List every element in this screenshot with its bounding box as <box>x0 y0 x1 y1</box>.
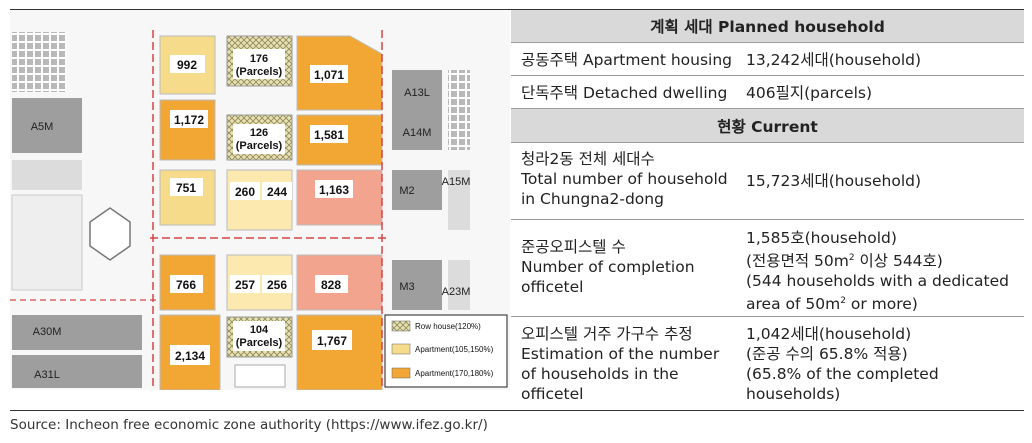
row-value: 1,042세대(household) (준공 수의 65.8% 적용) (65.… <box>746 325 939 403</box>
row-value: 13,242세대(household) <box>746 51 922 69</box>
block-label-992: 992 <box>177 58 197 72</box>
row-label: 단독주택 Detached dwelling <box>521 84 728 102</box>
planned-header-row: 계획 세대 Planned household <box>511 10 1024 43</box>
legend-apartment-high: Apartment(170,180%) <box>415 369 494 378</box>
block-label-line: (Parcels) <box>236 66 283 78</box>
planned-header: 계획 세대 Planned household <box>650 18 885 36</box>
block-label-244: 244 <box>267 185 287 199</box>
block-label-257: 257 <box>235 278 255 292</box>
row-value: 406필지(parcels) <box>746 84 873 102</box>
block-label-line: (Parcels) <box>236 337 283 349</box>
row-label: 공동주택 Apartment housing <box>521 51 732 69</box>
zone-label-a23m: A23M <box>442 286 471 298</box>
zone-label-a13l: A13L <box>404 87 430 99</box>
block-label-1163: 1,163 <box>319 183 349 197</box>
row-value: 15,723세대(household) <box>746 172 922 190</box>
block-label-1071: 1,071 <box>314 68 344 82</box>
block-label-104: 104(Parcels) <box>236 324 283 349</box>
map-legend: Row house(120%) Apartment(105,150%) Apar… <box>384 314 508 388</box>
zone-label-a31l: A31L <box>34 369 60 381</box>
zone-label-a15m: A15M <box>442 176 471 188</box>
table-row: 공동주택 Apartment housing 13,242세대(househol… <box>511 43 1024 76</box>
block-label-1581: 1,581 <box>314 128 344 142</box>
block-label-1172: 1,172 <box>174 113 204 127</box>
block-label-256: 256 <box>267 278 287 292</box>
table-row: 청라2동 전체 세대수 Total number of household in… <box>511 143 1024 220</box>
block-label-766: 766 <box>176 278 196 292</box>
block-label-176: 176(Parcels) <box>236 53 283 78</box>
zone-label-m3: M3 <box>399 281 414 293</box>
bottom-rule <box>10 410 1024 411</box>
source-note: Source: Incheon free economic zone autho… <box>10 417 488 433</box>
zone-label-a30m: A30M <box>33 326 62 338</box>
block-label-126: 126(Parcels) <box>236 127 283 152</box>
row-value: 1,585호(household) (전용면적 50m2 이상 544호) (5… <box>746 229 1009 314</box>
block-label-751: 751 <box>176 181 196 195</box>
block-label-260: 260 <box>235 185 255 199</box>
table-row: 단독주택 Detached dwelling 406필지(parcels) <box>511 76 1024 109</box>
table-row: 준공오피스텔 수 Number of completion officetel … <box>511 220 1024 317</box>
block-label-line: (Parcels) <box>236 140 283 152</box>
legend-apartment-low: Apartment(105,150%) <box>415 345 494 354</box>
row-label: 청라2동 전체 세대수 Total number of household in… <box>521 150 728 208</box>
zone-label-a14m: A14M <box>403 127 432 139</box>
current-header: 현황 Current <box>717 118 818 136</box>
legend-row-house: Row house(120%) <box>415 322 481 331</box>
zone-label-a5m: A5M <box>31 121 54 133</box>
zone-label-m2: M2 <box>399 185 414 197</box>
table-row: 오피스텔 거주 가구수 추정 Estimation of the number … <box>511 317 1024 410</box>
top-rule <box>10 9 1024 10</box>
block-label-2134: 2,134 <box>175 349 205 363</box>
current-header-row: 현황 Current <box>511 109 1024 143</box>
row-label: 준공오피스텔 수 Number of completion officetel <box>521 238 695 296</box>
block-label-828: 828 <box>321 278 341 292</box>
block-label-1767: 1,767 <box>317 334 347 348</box>
row-label: 오피스텔 거주 가구수 추정 Estimation of the number … <box>521 325 720 403</box>
site-map: 992 176(Parcels) 1,071 1,172 126(Parcels… <box>10 10 510 390</box>
